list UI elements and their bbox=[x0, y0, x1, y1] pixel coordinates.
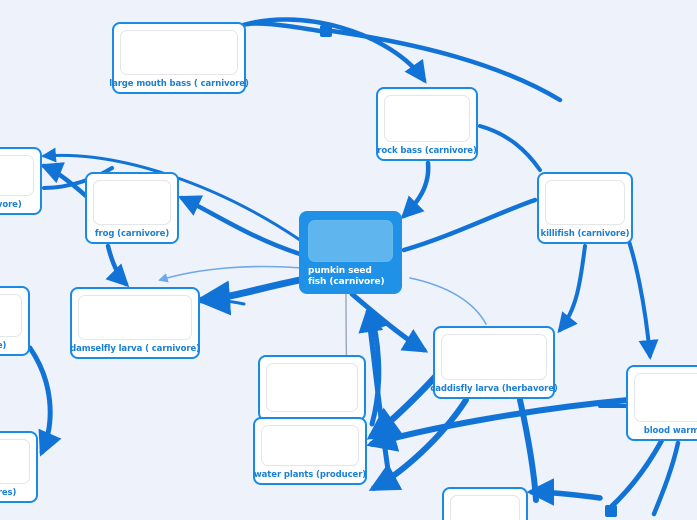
node-label: pumkin seed fish (carnivore) bbox=[308, 266, 385, 287]
edge[interactable] bbox=[526, 478, 603, 506]
node-label: blood warm ( de bbox=[643, 426, 697, 436]
node-rock-bass[interactable]: rock bass (carnivore) bbox=[376, 87, 478, 161]
edge-handle-bottom-right[interactable] bbox=[605, 505, 617, 517]
node-pumkin-seed-fish[interactable]: pumkin seed fish (carnivore) bbox=[299, 211, 402, 294]
edge[interactable] bbox=[401, 197, 538, 253]
node-label: caddisfly larva (herbavore) bbox=[430, 384, 558, 394]
node-water-plants[interactable]: water plants (producer) bbox=[253, 417, 367, 485]
node-label: killifish (carnivore) bbox=[540, 229, 630, 239]
node-thumbnail bbox=[0, 439, 30, 484]
node-left-bottom-partial[interactable]: ivores) bbox=[0, 431, 38, 503]
node-thumbnail bbox=[0, 155, 34, 196]
edge[interactable] bbox=[358, 307, 391, 473]
node-thumbnail bbox=[308, 220, 393, 262]
node-thumbnail bbox=[634, 373, 697, 422]
edge[interactable] bbox=[105, 243, 130, 288]
edge[interactable] bbox=[195, 276, 304, 316]
node-unlabeled-above-water-plants[interactable] bbox=[258, 355, 366, 421]
edge-handle-top[interactable] bbox=[320, 25, 332, 37]
edge[interactable] bbox=[651, 440, 681, 517]
node-thumbnail bbox=[0, 294, 22, 337]
node-thumbnail bbox=[93, 180, 171, 225]
edge[interactable] bbox=[363, 305, 388, 427]
edge[interactable] bbox=[400, 160, 431, 220]
node-thumbnail bbox=[78, 295, 192, 340]
node-label: detrivore) bbox=[0, 200, 22, 210]
edge[interactable] bbox=[245, 21, 323, 34]
edge[interactable] bbox=[517, 397, 539, 503]
node-detrivore-left-top[interactable]: detrivore) bbox=[0, 147, 42, 215]
node-thumbnail bbox=[545, 180, 625, 225]
edge[interactable] bbox=[366, 372, 440, 440]
node-damselfly-larva[interactable]: damselfly larva ( carnivore) bbox=[70, 287, 200, 359]
node-frog[interactable]: frog (carnivore) bbox=[85, 172, 179, 244]
edge[interactable] bbox=[409, 277, 487, 325]
node-label: frog (carnivore) bbox=[94, 229, 170, 239]
node-thumbnail bbox=[450, 495, 520, 520]
edge[interactable] bbox=[349, 291, 429, 353]
node-label: rock bass (carnivore) bbox=[377, 146, 477, 156]
node-left-mid-partial[interactable]: vore) bbox=[0, 286, 30, 356]
edge[interactable] bbox=[201, 291, 246, 307]
node-thumbnail bbox=[261, 425, 359, 466]
edge[interactable] bbox=[39, 162, 89, 199]
node-large-mouth-bass[interactable]: large mouth bass ( carnivore) bbox=[109, 22, 249, 94]
node-bottom-center-partial[interactable] bbox=[442, 487, 528, 520]
node-label: ivores) bbox=[0, 488, 17, 498]
edge[interactable] bbox=[177, 195, 303, 257]
edge[interactable] bbox=[158, 265, 303, 283]
node-thumbnail bbox=[120, 30, 238, 75]
node-thumbnail bbox=[441, 334, 547, 380]
edge[interactable] bbox=[368, 397, 469, 491]
node-label: large mouth bass ( carnivore) bbox=[109, 79, 249, 89]
edge[interactable] bbox=[557, 244, 587, 334]
node-killifish[interactable]: killifish (carnivore) bbox=[537, 172, 633, 244]
node-label: vore) bbox=[0, 341, 7, 351]
node-label: water plants (producer) bbox=[253, 470, 367, 480]
edge[interactable] bbox=[478, 124, 542, 172]
node-blood-warm[interactable]: blood warm ( de bbox=[626, 365, 697, 441]
node-thumbnail bbox=[384, 95, 470, 142]
node-caddisfly-larva[interactable]: caddisfly larva (herbavore) bbox=[430, 326, 558, 399]
node-label: damselfly larva ( carnivore) bbox=[70, 344, 200, 354]
edge[interactable] bbox=[366, 397, 631, 452]
node-thumbnail bbox=[266, 363, 358, 412]
